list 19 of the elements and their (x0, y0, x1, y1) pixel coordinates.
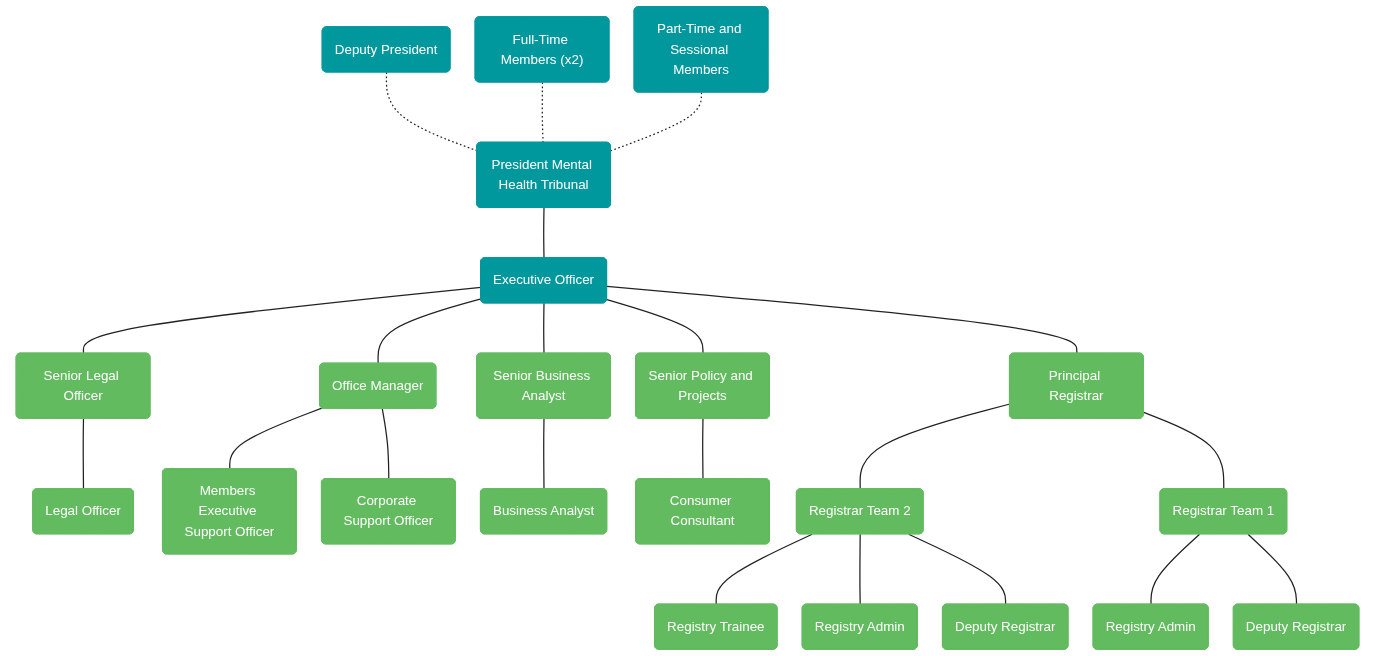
connector (381, 408, 390, 480)
connector (229, 407, 323, 470)
connector (82, 286, 482, 355)
connector (1143, 411, 1225, 490)
connector (715, 533, 813, 606)
connector (606, 299, 704, 355)
connector (543, 418, 545, 490)
connector (543, 302, 545, 355)
connector (908, 533, 1007, 606)
connector (859, 533, 861, 606)
connector (606, 285, 1078, 355)
connector (82, 418, 85, 490)
connector (1247, 533, 1298, 606)
connector (610, 91, 703, 152)
connector (377, 298, 482, 365)
connector (859, 403, 1011, 490)
connector (1150, 533, 1201, 606)
connector (543, 207, 545, 259)
connector (702, 418, 704, 480)
